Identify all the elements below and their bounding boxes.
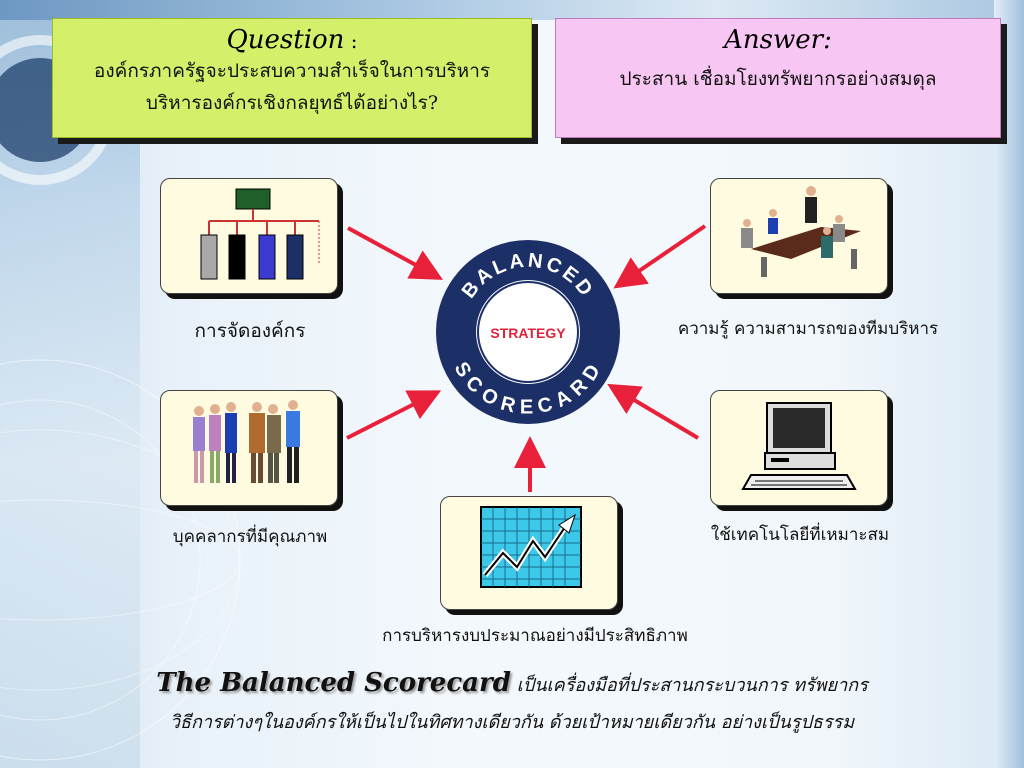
arrow-knowledge: [613, 224, 707, 289]
question-colon: :: [344, 29, 358, 53]
arrow-people: [346, 390, 442, 440]
arrow-tech: [607, 383, 700, 440]
growth-chart-icon: [480, 506, 582, 588]
ring-middle-text: STRATEGY: [490, 325, 566, 341]
budget-chart-card: [440, 496, 618, 610]
people-label: บุคคลากรที่มีคุณภาพ: [172, 527, 328, 547]
answer-title: Answer:: [724, 25, 832, 55]
question-line-1: องค์กรภาครัฐจะประสบความสำเร็จในการบริหาร: [93, 60, 491, 82]
tech-label: ใช้เทคโนโลยีที่เหมาะสม: [710, 525, 890, 545]
answer-box: Answer: ประสาน เชื่อมโยงทรัพยากรอย่างสมด…: [555, 18, 1001, 138]
question-box: Question : องค์กรภาครัฐจะประสบความสำเร็จ…: [52, 18, 532, 138]
knowledge-label: ความรู้ ความสามารถของทีมบริหาร: [677, 319, 939, 339]
answer-text: ประสาน เชื่อมโยงทรัพยากรอย่างสมดุล: [619, 68, 937, 90]
meeting-card: [710, 178, 888, 294]
budget-label: การบริหารงบประมาณอย่างมีประสิทธิภาพ: [382, 626, 688, 646]
question-title-text: Question: [226, 25, 345, 55]
footer-line-1: The Balanced Scorecard เป็นเครื่องมือที่…: [0, 668, 1024, 699]
question-title: Question :: [53, 25, 531, 55]
arrow-org: [347, 226, 444, 280]
computer-icon: [741, 402, 857, 490]
background-top-band: [0, 0, 1024, 20]
people-card: [160, 390, 338, 506]
footer-line-2: วิธีการต่างๆในองค์กรให้เป็นไปในทิศทางเดี…: [169, 712, 855, 733]
org-chart-card: [160, 178, 338, 294]
balanced-scorecard-ring: BALANCED SCORECARD STRATEGY: [436, 240, 620, 424]
footer-brand: The Balanced Scorecard: [156, 668, 511, 698]
computer-card: [710, 390, 888, 506]
people-icon: [193, 400, 300, 483]
question-line-2: บริหารองค์กรเชิงกลยุทธ์ได้อย่างไร?: [145, 92, 439, 114]
footer-text-1: เป็นเครื่องมือที่ประสานกระบวนการ ทรัพยาก…: [510, 675, 868, 696]
meeting-icon: [741, 186, 861, 277]
org-chart-icon: [200, 188, 320, 280]
org-label: การจัดองค์กร: [194, 320, 306, 342]
